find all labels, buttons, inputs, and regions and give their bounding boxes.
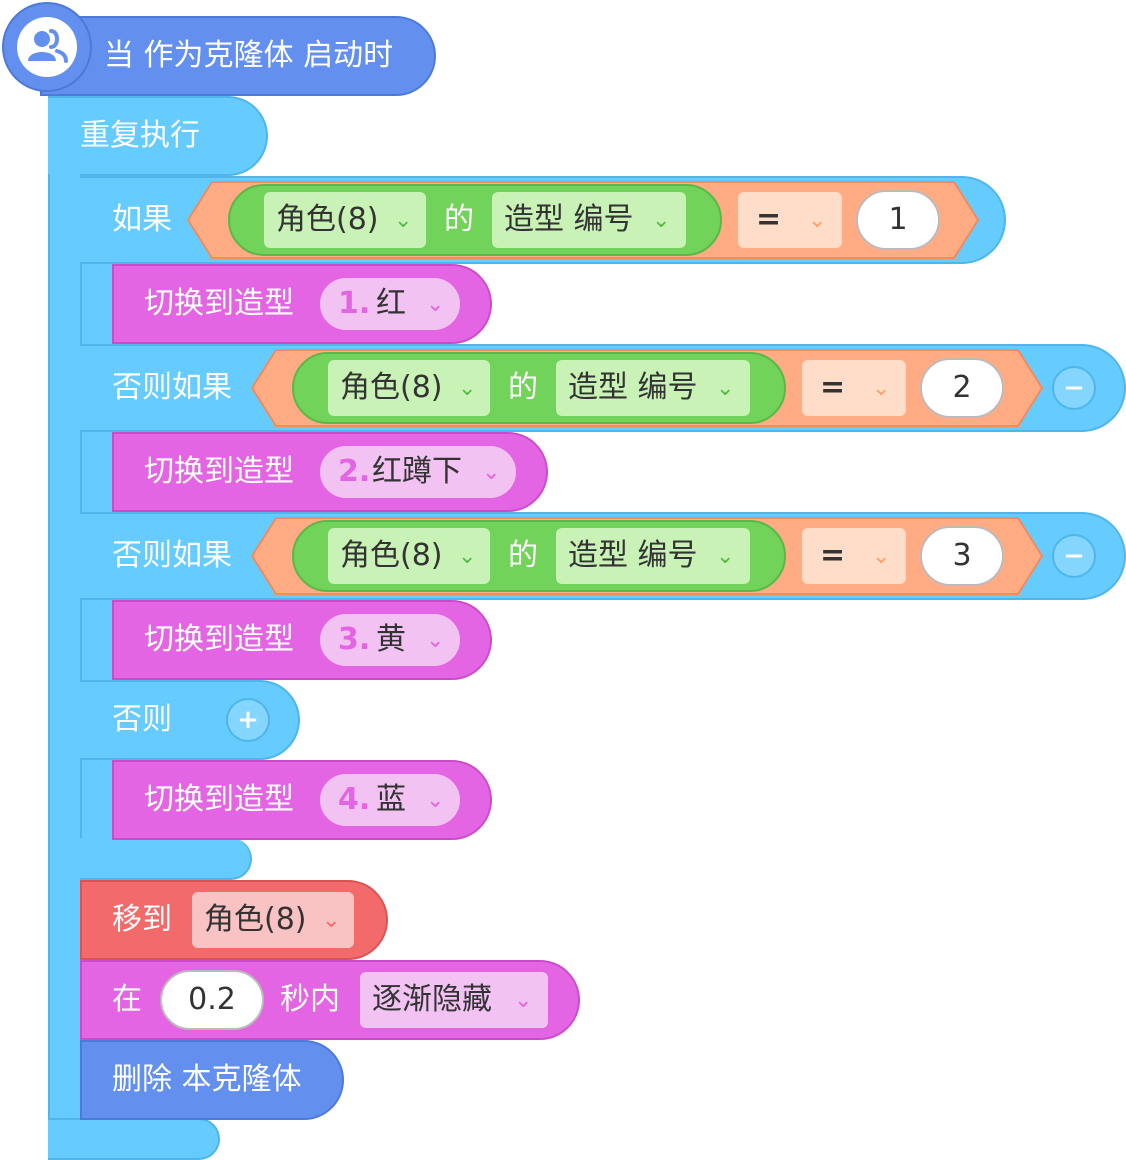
switch-costume-label-3: 切换到造型 xyxy=(144,622,294,657)
costume-number-3: 3. xyxy=(338,622,371,657)
fade-effect-dropdown[interactable] xyxy=(360,972,548,1028)
chevron-down-icon: ⌄ xyxy=(872,544,891,569)
costume-number-1: 1. xyxy=(338,286,371,321)
chevron-down-icon: ⌄ xyxy=(808,208,827,233)
costume-name-4: 蓝 xyxy=(376,782,406,817)
costume-dropdown-1[interactable] xyxy=(320,278,460,330)
costume-name-2: 红蹲下 xyxy=(372,454,462,489)
else-if-label-2: 否则如果 xyxy=(112,538,232,573)
of-label-1: 的 xyxy=(444,202,474,237)
property-dropdown-1[interactable] xyxy=(492,192,686,248)
switch-costume-label-4: 切换到造型 xyxy=(144,782,294,817)
chevron-down-icon: ⌄ xyxy=(716,376,735,401)
compare-value-input-1[interactable]: 1 xyxy=(856,190,940,250)
property-dropdown-2[interactable] xyxy=(556,360,750,416)
of-label-3: 的 xyxy=(508,538,538,573)
sprite-dropdown-2[interactable] xyxy=(328,360,490,416)
move-target-dropdown[interactable] xyxy=(192,892,354,948)
delete-clone-label: 删除 本克隆体 xyxy=(112,1062,302,1097)
clone-start-hat-block[interactable] xyxy=(40,16,436,96)
of-label-2: 的 xyxy=(508,370,538,405)
move-target-value: 角色(8) xyxy=(204,902,307,937)
move-to-label: 移到 xyxy=(112,902,172,937)
chevron-down-icon: ⌄ xyxy=(514,988,533,1013)
if-label: 如果 xyxy=(112,202,172,237)
costume-number-2: 2. xyxy=(338,454,371,489)
clone-users-icon xyxy=(17,17,77,77)
costume-name-3: 黄 xyxy=(376,622,406,657)
remove-branch-button-2[interactable]: − xyxy=(1052,534,1096,578)
operator-dropdown-3[interactable] xyxy=(802,528,906,584)
sprite-value-2: 角色(8) xyxy=(340,370,443,405)
costume-dropdown-3[interactable] xyxy=(320,614,460,666)
chevron-down-icon: ⌄ xyxy=(458,544,477,569)
hat-label: 当 作为克隆体 启动时 xyxy=(104,38,394,73)
forever-label: 重复执行 xyxy=(80,118,200,153)
sprite-dropdown-1[interactable] xyxy=(264,192,426,248)
property-value-3: 造型 编号 xyxy=(568,538,698,573)
fade-mid-label: 秒内 xyxy=(280,982,340,1017)
switch-costume-label-2: 切换到造型 xyxy=(144,454,294,489)
chevron-down-icon: ⌄ xyxy=(426,628,445,653)
property-dropdown-3[interactable] xyxy=(556,528,750,584)
forever-tail xyxy=(48,1118,220,1160)
fade-seconds-input[interactable]: 0.2 xyxy=(160,970,264,1030)
costume-dropdown-2[interactable] xyxy=(320,446,516,498)
chevron-down-icon: ⌄ xyxy=(482,460,501,485)
compare-value-input-3[interactable]: 3 xyxy=(920,526,1004,586)
if-bottom xyxy=(80,838,252,880)
operator-value-1: = xyxy=(756,202,782,237)
operator-dropdown-2[interactable] xyxy=(802,360,906,416)
delete-clone-block[interactable] xyxy=(80,1040,344,1120)
chevron-down-icon: ⌄ xyxy=(322,908,341,933)
forever-arm xyxy=(48,174,82,1120)
sprite-dropdown-3[interactable] xyxy=(328,528,490,584)
switch-costume-label-1: 切换到造型 xyxy=(144,286,294,321)
sprite-value-3: 角色(8) xyxy=(340,538,443,573)
costume-dropdown-4[interactable] xyxy=(320,774,460,826)
add-branch-button[interactable]: + xyxy=(226,698,270,742)
else-label: 否则 xyxy=(112,702,172,737)
operator-value-2: = xyxy=(820,370,846,405)
costume-number-4: 4. xyxy=(338,782,371,817)
operator-dropdown-1[interactable] xyxy=(738,192,842,248)
costume-name-1: 红 xyxy=(376,286,406,321)
remove-branch-button-1[interactable]: − xyxy=(1052,366,1096,410)
chevron-down-icon: ⌄ xyxy=(716,544,735,569)
chevron-down-icon: ⌄ xyxy=(426,292,445,317)
fade-prefix-label: 在 xyxy=(112,982,142,1017)
chevron-down-icon: ⌄ xyxy=(652,208,671,233)
else-if-label-1: 否则如果 xyxy=(112,370,232,405)
chevron-down-icon: ⌄ xyxy=(458,376,477,401)
fade-effect-value: 逐渐隐藏 xyxy=(372,982,492,1017)
forever-block[interactable] xyxy=(48,96,268,176)
property-value-2: 造型 编号 xyxy=(568,370,698,405)
property-value-1: 造型 编号 xyxy=(504,202,634,237)
sprite-value-1: 角色(8) xyxy=(276,202,379,237)
operator-value-3: = xyxy=(820,538,846,573)
chevron-down-icon: ⌄ xyxy=(872,376,891,401)
chevron-down-icon: ⌄ xyxy=(394,208,413,233)
compare-value-input-2[interactable]: 2 xyxy=(920,358,1004,418)
chevron-down-icon: ⌄ xyxy=(426,788,445,813)
